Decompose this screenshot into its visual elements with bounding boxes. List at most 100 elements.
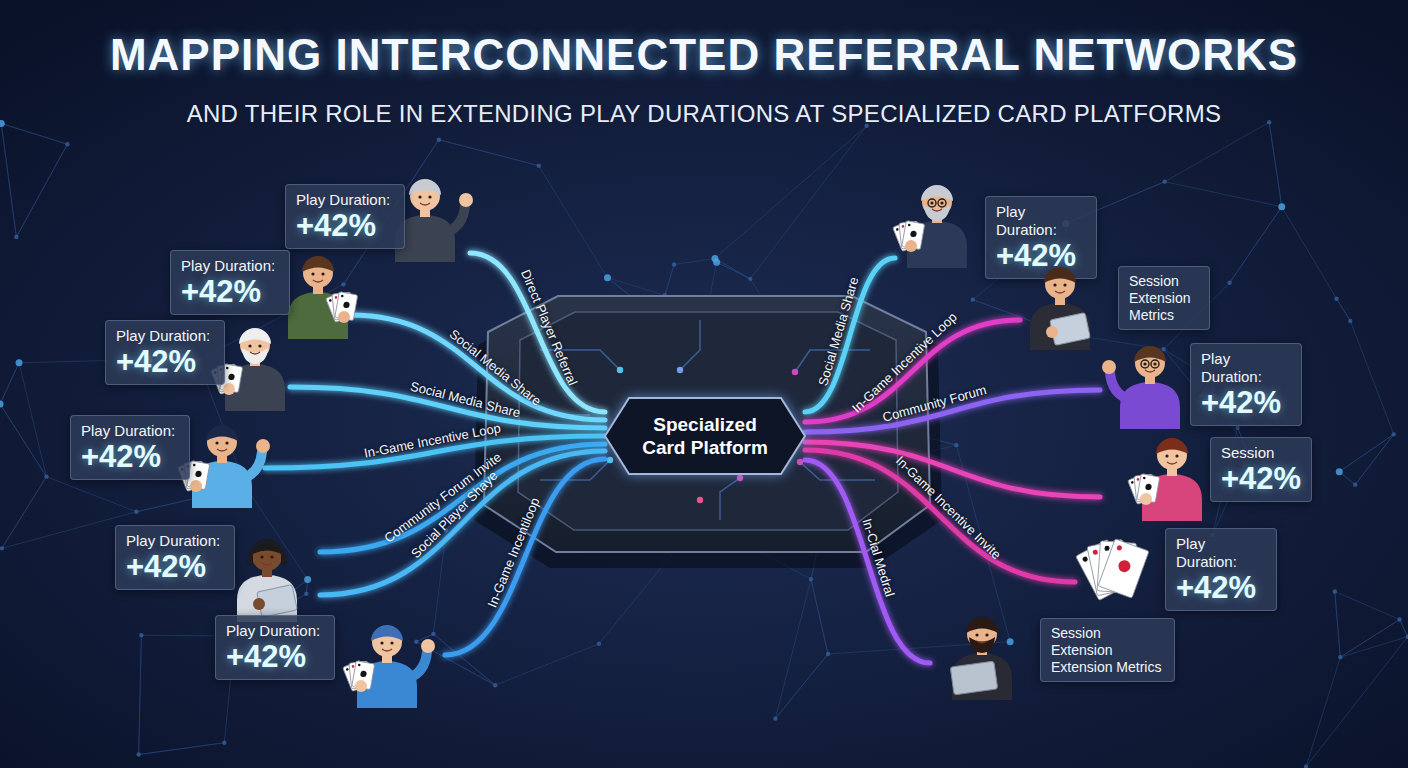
network-line (1355, 434, 1394, 484)
circuit-light (607, 457, 613, 463)
network-line (1269, 122, 1282, 206)
referral-connector (805, 442, 1100, 497)
referral-connector (470, 253, 605, 412)
network-line (1335, 592, 1341, 658)
network-line (139, 635, 142, 754)
stat-card: Session Extension Extension Metrics (1040, 618, 1175, 682)
player-card-node: Session+42% (1100, 425, 1315, 525)
card-corner (1104, 546, 1109, 551)
player-eye (321, 272, 324, 275)
player-eye (225, 441, 228, 444)
circuit-light (737, 475, 743, 481)
network-dot (604, 274, 611, 281)
player-hand (190, 480, 202, 492)
network-line (1355, 434, 1394, 484)
network-line (439, 140, 539, 166)
player-figure (950, 617, 1012, 700)
hexagon-outline (605, 398, 805, 474)
card-suit (195, 470, 202, 477)
network-dot (672, 262, 676, 266)
player-mouth (250, 352, 260, 354)
player-eye (1175, 454, 1178, 457)
network-line (0, 404, 46, 477)
player-laptop (950, 661, 997, 695)
network-line (246, 487, 308, 579)
stat-card: Session Extension Metrics (1118, 266, 1210, 330)
metric-value: +42% (996, 239, 1086, 273)
network-grid (0, 120, 1408, 768)
player-hand (905, 240, 917, 252)
hub-label: Specialized Card Platform (605, 413, 805, 459)
network-dot (971, 297, 975, 301)
network-line (1340, 619, 1399, 657)
network-line (1, 123, 16, 237)
network-dot (437, 138, 441, 142)
player-card-node: Play Duration:+42% (1100, 335, 1305, 425)
metric-value: +42% (1201, 386, 1291, 420)
network-line (139, 743, 225, 755)
card-suit (228, 373, 235, 380)
stat-card: Play Duration:+42% (115, 525, 235, 590)
metric-heading: Play Duration: (226, 622, 324, 640)
stat-card: Play Duration:+42% (105, 320, 225, 385)
hexagon-shape (605, 398, 805, 474)
network-dot (1267, 120, 1271, 124)
network-dot (1336, 468, 1343, 475)
metric-heading: Session (1221, 444, 1301, 462)
card-corner (1082, 556, 1089, 563)
network-dot (65, 142, 69, 146)
network-line (139, 635, 142, 754)
player-hand (223, 383, 235, 395)
player-eye (1053, 283, 1056, 286)
network-dot (14, 235, 18, 239)
player-eye (930, 201, 933, 204)
network-line (1350, 321, 1393, 434)
player-eye (258, 344, 261, 347)
player-hair (302, 256, 334, 272)
connector-label: Social Media Share (815, 275, 861, 387)
network-line (1337, 299, 1351, 321)
circuit-light (677, 367, 683, 373)
metric-heading: Play Duration: (181, 257, 279, 275)
card-corner (1131, 481, 1134, 484)
circuit-trace (680, 320, 700, 370)
network-line (607, 278, 664, 295)
network-line (0, 363, 19, 404)
network-line (1, 123, 67, 144)
hub-label-area: Specialized Card Platform (605, 398, 805, 474)
network-line (19, 363, 46, 477)
network-line (1340, 637, 1407, 657)
network-line (1335, 592, 1341, 658)
player-figure (1128, 438, 1202, 521)
referral-connector (805, 460, 930, 663)
player-hair (966, 617, 998, 633)
network-line (16, 144, 67, 237)
circuit-trace (720, 478, 740, 520)
network-dot (1278, 203, 1285, 210)
stat-card: Play Duration:+42% (1165, 528, 1277, 611)
network-line (1340, 619, 1399, 657)
player-hand (355, 680, 367, 692)
player-eye (390, 641, 393, 644)
card-corner (329, 299, 332, 302)
network-line (16, 144, 67, 237)
player-figure (893, 185, 967, 268)
card-suit (910, 230, 917, 237)
player-mouth (1167, 462, 1177, 464)
network-line (1, 123, 67, 144)
card-corner (352, 665, 355, 668)
player-eye (975, 633, 978, 636)
player-hand (1046, 326, 1058, 338)
player-headset (250, 542, 284, 559)
player-beard (969, 637, 995, 653)
network-line (674, 258, 715, 264)
network-line (715, 258, 750, 278)
network-dot (1334, 297, 1338, 301)
player-card-node: Play Duration:+42% (215, 610, 445, 710)
player-eye (1165, 454, 1168, 457)
card-corner (902, 225, 905, 228)
network-dot (748, 277, 752, 281)
connector-label: In-Game Incentiloop (485, 495, 543, 609)
